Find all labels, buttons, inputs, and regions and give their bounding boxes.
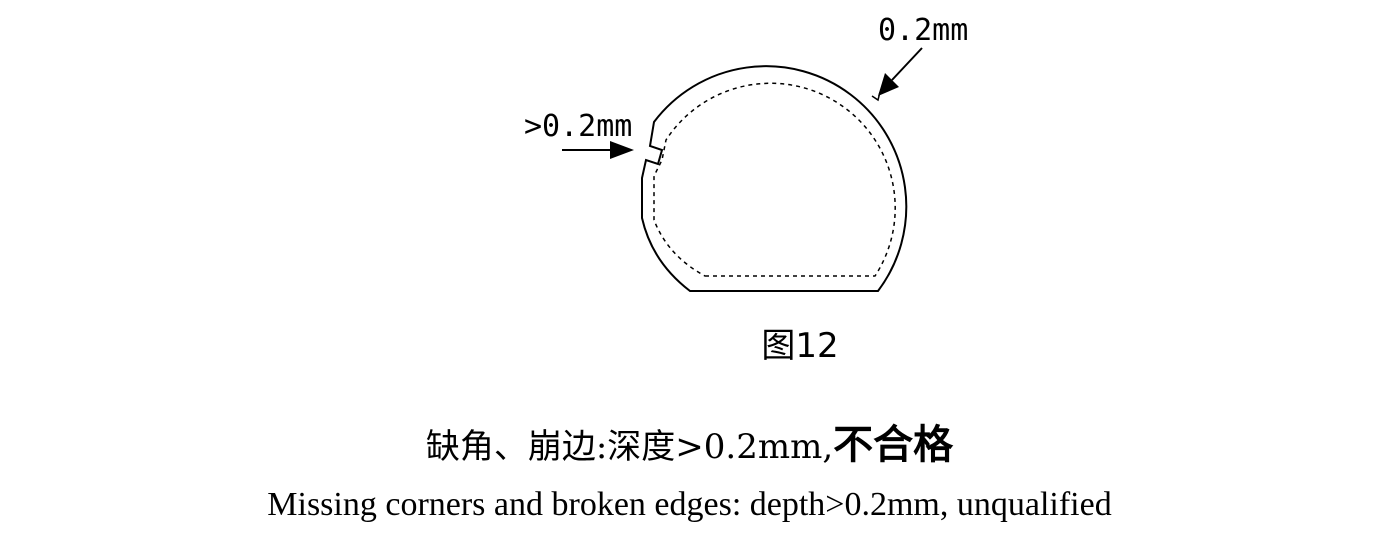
edge-chip-right xyxy=(871,91,881,102)
description-cn: 缺角、崩边:深度>0.2mm,不合格 xyxy=(0,412,1379,470)
description-cn-label: 缺角、崩边:深度>0.2mm, xyxy=(425,427,834,467)
callout-left-label: >0.2mm xyxy=(524,109,632,144)
arrow-right-shaft xyxy=(891,47,923,81)
arrow-left-head xyxy=(610,141,634,159)
arrow-right-head xyxy=(878,73,899,96)
callout-right-label: 0.2mm xyxy=(878,13,968,48)
description-en: Missing corners and broken edges: depth>… xyxy=(267,486,1112,523)
part-outline xyxy=(641,65,908,292)
description-cn-verdict: 不合格 xyxy=(833,422,954,468)
figure-caption: 图12 xyxy=(761,326,838,366)
tolerance-boundary xyxy=(653,82,896,277)
